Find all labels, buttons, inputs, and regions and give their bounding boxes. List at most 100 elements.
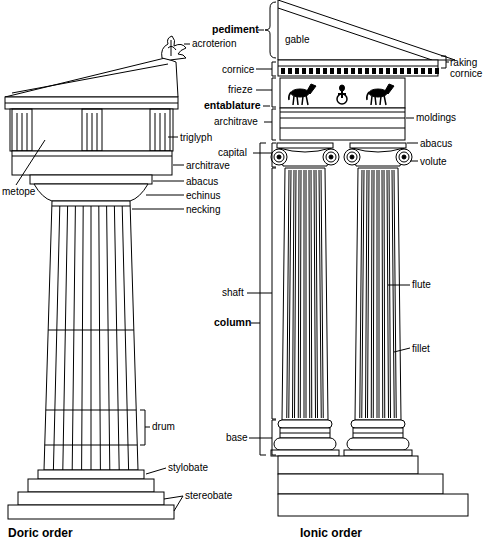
dentil [400,68,404,74]
part-label: frieze [228,84,252,95]
dentil [386,68,390,74]
part-label: base [226,432,248,443]
part-label: entablature [204,100,261,112]
flute-line [366,170,368,418]
volute [326,152,336,162]
dentil [330,68,334,74]
ionic-leaders [388,118,418,352]
flute-line [371,170,373,418]
part-label: raking cornice [450,57,492,79]
part-label: moldings [416,112,456,123]
part-label: abacus [186,176,218,187]
volute [399,152,409,162]
flute-line [82,206,84,470]
base-scotia [280,428,330,438]
drum-joint [46,410,136,411]
fillet-line [300,170,302,418]
dentil [379,68,383,74]
part-label: volute [420,156,447,167]
dentil [288,68,292,74]
dentils [281,68,439,74]
dentil [302,68,306,74]
part-label: drum [152,421,175,432]
volute [274,152,284,162]
flute-line [298,170,300,418]
base-plinth [271,450,339,456]
flute-line [122,206,128,470]
fillet-line [289,170,291,418]
flute-line [63,206,68,470]
dentil [372,68,376,74]
volute [402,155,406,159]
ionic-columns [271,143,468,516]
ionic-column-parts [271,143,412,456]
drum-joint [45,445,138,446]
dentil [337,68,341,74]
volute [396,149,412,165]
flute-line [304,170,305,418]
flute-line [377,170,378,418]
part-label: shaft [222,287,244,298]
flute-line [293,170,295,418]
dentil [309,68,313,74]
fillet-line [394,170,396,418]
part-label: acroterion [192,38,236,49]
base-torus [274,438,336,450]
doric-column [8,175,174,519]
dentil [358,68,362,74]
frieze-horses [289,84,394,105]
ionic-shaft [355,168,401,420]
dentil [323,68,327,74]
part-label: flute [412,279,431,290]
fillet-line [306,170,307,418]
part-label: gable [285,34,309,45]
flute-line [309,170,311,418]
base-torus [351,420,405,428]
doric-leaders [16,44,190,511]
volute [277,155,281,159]
part-label: stylobate [168,462,208,473]
base-plinth [344,450,412,456]
fillet-line [311,170,313,418]
flute-line [314,170,316,418]
dentil [407,68,411,74]
drum-joint [48,330,134,331]
order-title: Doric order [8,527,73,540]
fillet-line [321,170,323,418]
volute [344,149,360,165]
dentil [414,68,418,74]
volute [323,149,339,165]
flute-line [382,170,384,418]
dentil [295,68,299,74]
dentil [435,68,439,74]
volute [347,152,357,162]
flute-line [99,206,101,470]
order-title: Ionic order [300,527,362,540]
flute-line [114,206,119,470]
flute-line [53,206,59,470]
ionic-abacus [350,143,406,148]
part-label: echinus [186,190,220,201]
part-label: pediment [212,24,259,36]
drum-bracket [140,410,150,445]
fillet-line [379,170,380,418]
fillet-line [295,170,297,418]
flute-line [387,170,389,418]
fillet-line [316,170,318,418]
ionic-brackets [247,2,449,455]
flute-line [91,206,92,470]
volute [329,155,333,159]
volute [271,149,287,165]
base-scotia [353,428,403,438]
part-label: cornice [222,64,254,75]
part-label: architrave [186,160,230,171]
fillet-line [384,170,386,418]
fillet-line [368,170,370,418]
flute-line [107,206,110,470]
fillet-line [389,170,391,418]
doric-entablature [5,36,186,175]
volute [350,155,354,159]
dentil [365,68,369,74]
part-label: capital [218,147,247,158]
part-label: column [214,317,251,329]
